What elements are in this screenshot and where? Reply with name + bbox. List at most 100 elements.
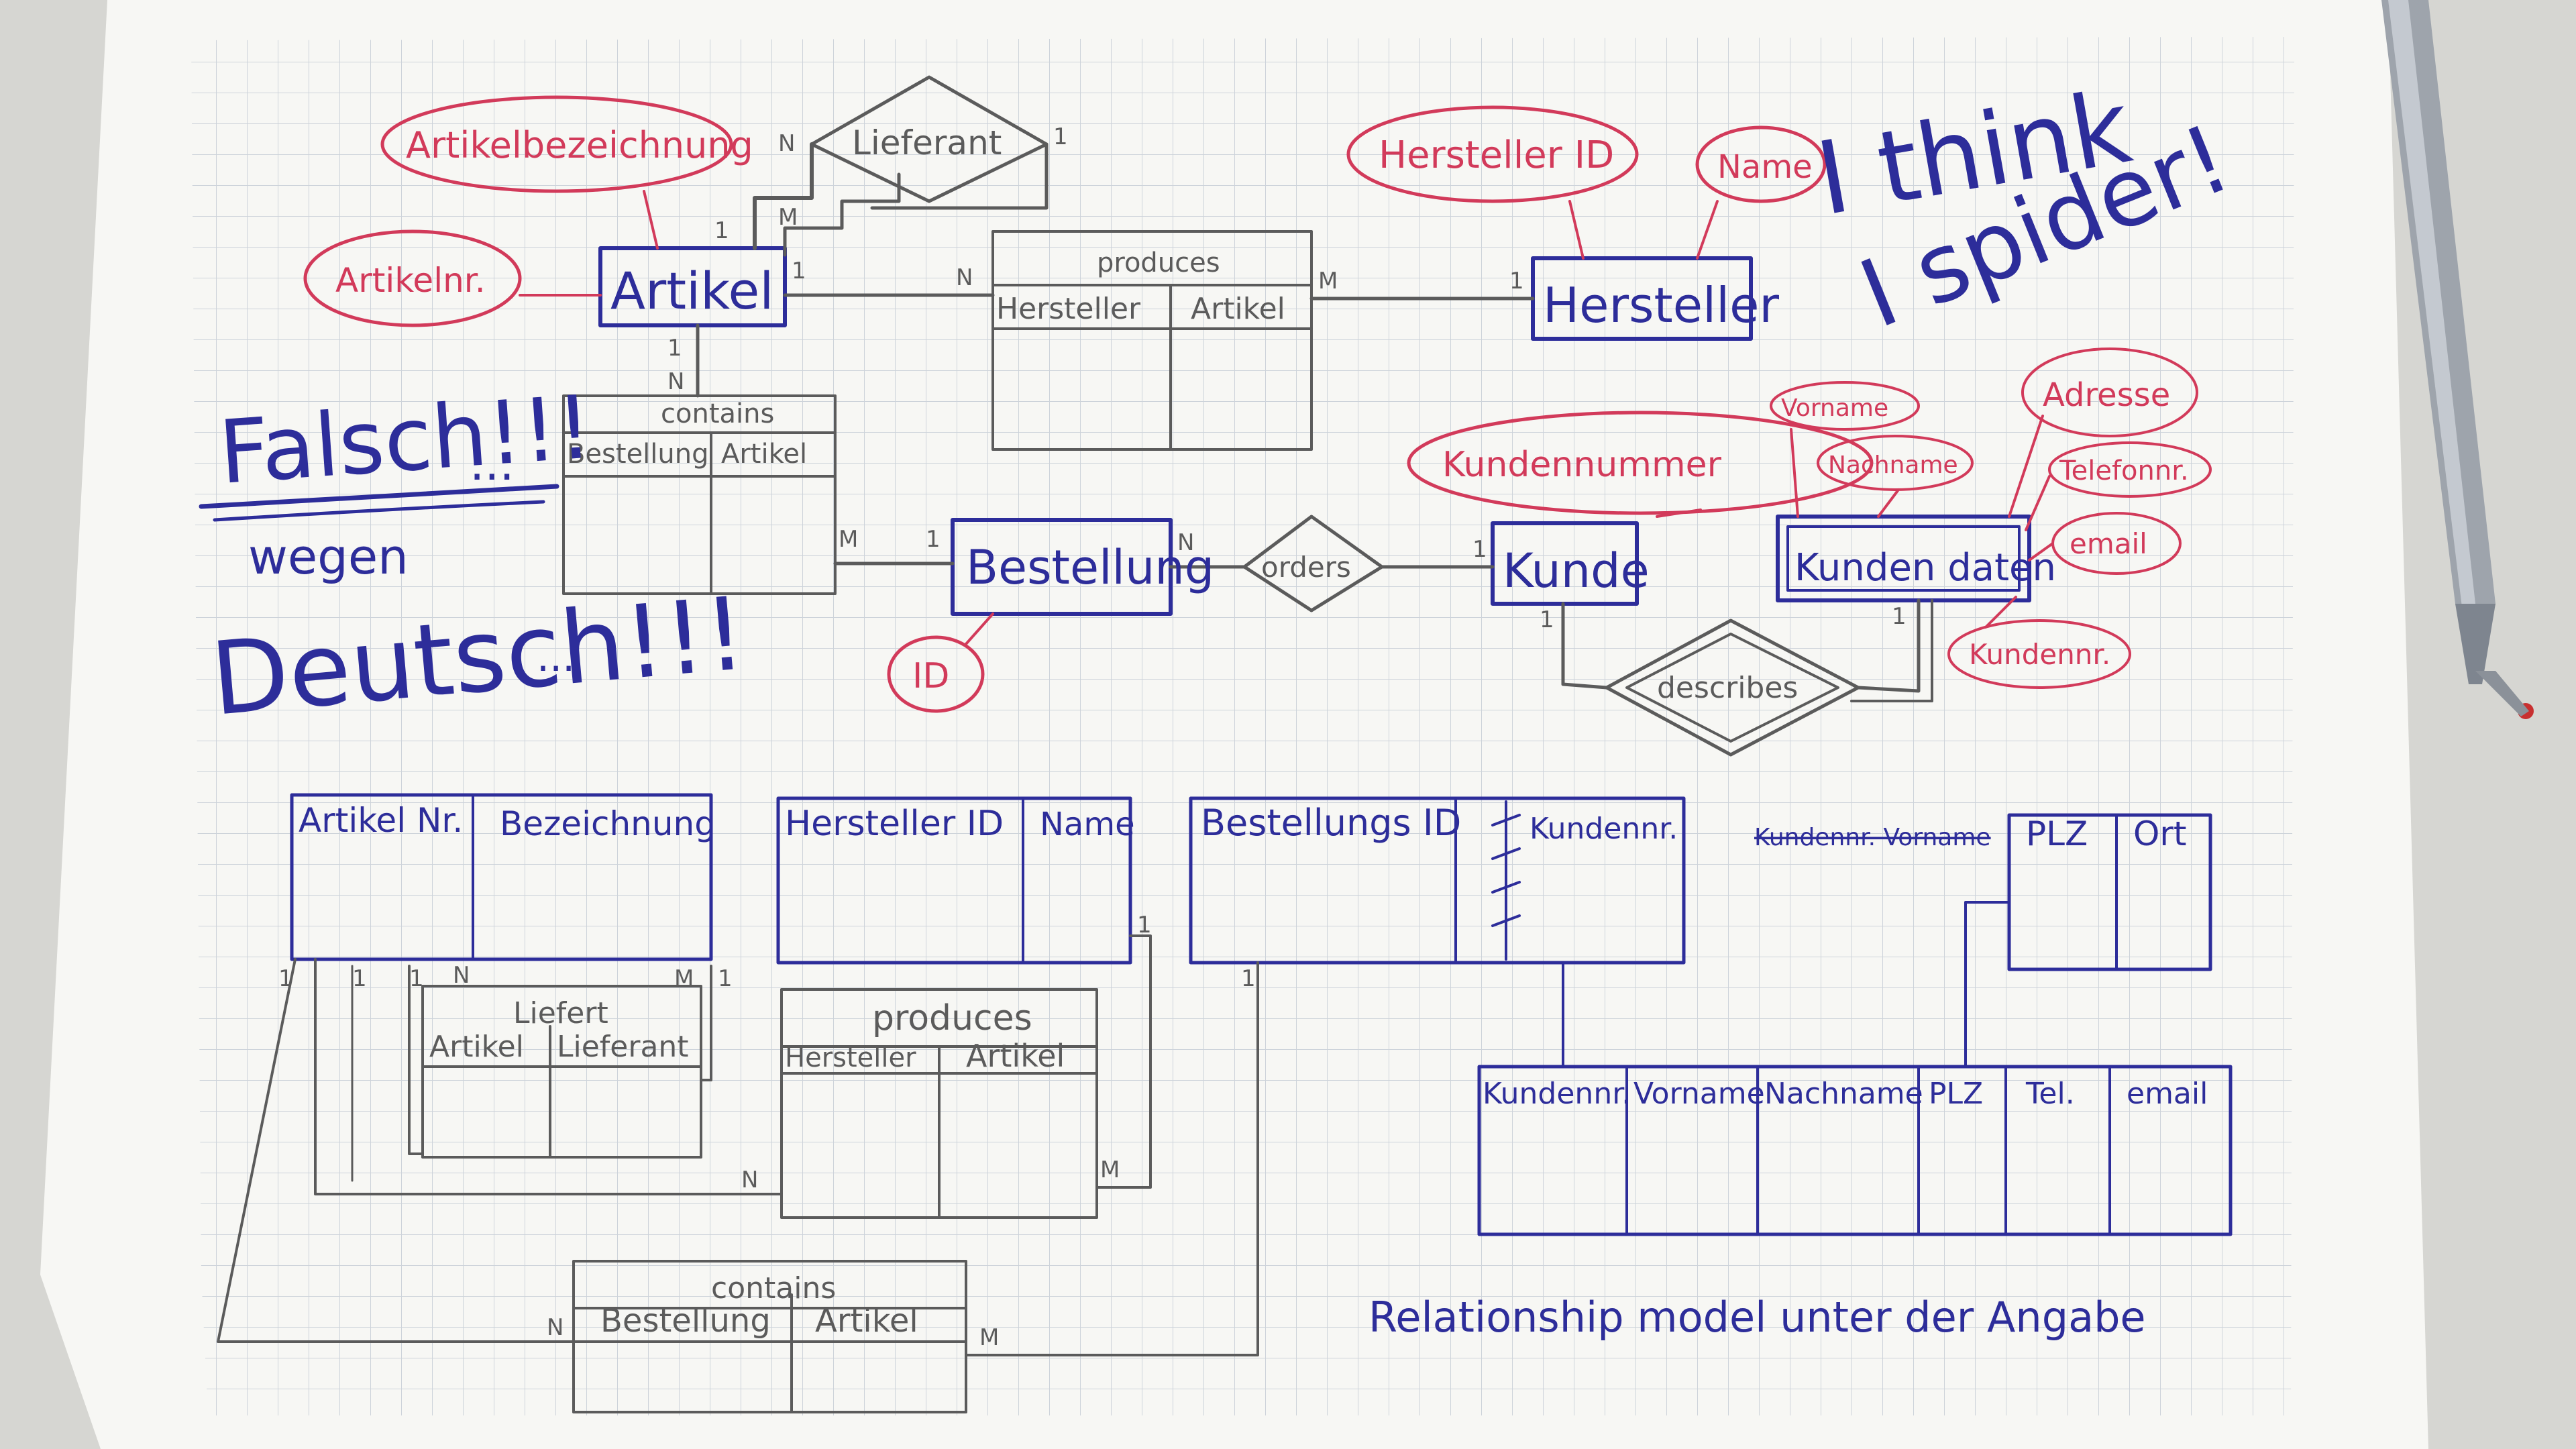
card-rel-1f: 1 xyxy=(1241,965,1256,992)
card-rel-1a: 1 xyxy=(278,965,293,992)
rel-kunde-col1: Kundennr. xyxy=(1483,1077,1631,1111)
rel-liefert-title: Liefert xyxy=(513,996,608,1030)
card-contains-m: M xyxy=(839,526,858,553)
card-artikel-1c: 1 xyxy=(667,335,682,362)
er-produces-table xyxy=(991,230,1313,451)
line-describes-kundendaten xyxy=(1856,598,1921,693)
card-lieferant-n: N xyxy=(778,130,795,157)
attr-adresse-ellipse xyxy=(2021,347,2198,437)
rel-contains-col1: Bestellung xyxy=(600,1302,771,1340)
card-produces-m: M xyxy=(1318,268,1338,294)
card-artikel-1a: 1 xyxy=(714,217,729,244)
note-caption: Relationship model unter der Angabe xyxy=(1368,1293,2146,1342)
er-contains-col1: Bestellung xyxy=(567,439,709,470)
rel-kunde-col6: email xyxy=(2127,1077,2208,1111)
rel-contains-table xyxy=(572,1260,967,1413)
er-produces-col1: Hersteller xyxy=(996,292,1141,326)
attr-nachname-ellipse xyxy=(1817,435,1974,491)
entity-kundendaten-box xyxy=(1776,515,2031,602)
rel-produces-col2: Artikel xyxy=(966,1038,1065,1074)
attr-kundennr-ellipse xyxy=(1947,619,2131,689)
entity-artikel-box xyxy=(598,246,787,327)
entity-artikel-label: Artikel xyxy=(610,261,773,321)
attr-id-ellipse xyxy=(887,635,985,713)
rel-hersteller-col2: Name xyxy=(1040,806,1135,843)
card-bestellung-1: 1 xyxy=(926,526,941,553)
rel-produces-col1: Hersteller xyxy=(785,1042,916,1073)
card-orders-n: N xyxy=(1177,529,1194,556)
rel-describes-label: describes xyxy=(1657,671,1798,705)
rel-ort-struck: Kundennr. Vorname xyxy=(1754,824,1991,851)
rel-liefert-table xyxy=(421,985,702,1159)
card-rel-m3: M xyxy=(979,1324,999,1351)
rel-ort-table xyxy=(2007,813,2212,971)
rel-ort-col2: Ort xyxy=(2133,814,2187,853)
rel-kunde-col5: Tel. xyxy=(2025,1077,2075,1111)
card-rel-n1: N xyxy=(453,962,470,989)
rel-contains-col2: Artikel xyxy=(815,1302,918,1340)
rel-hersteller-table xyxy=(776,796,1132,965)
rel-liefert-col2: Lieferant xyxy=(557,1030,689,1064)
rel-produces-title: produces xyxy=(872,998,1032,1038)
card-lieferant-1: 1 xyxy=(1053,123,1068,150)
er-produces-col2: Artikel xyxy=(1191,292,1285,326)
er-contains-title: contains xyxy=(661,398,774,429)
entity-hersteller-label: Hersteller xyxy=(1543,277,1779,333)
entity-kundendaten-inner xyxy=(1786,525,2021,592)
attr-artikelnr: Artikelnr. xyxy=(335,261,486,300)
attr-herstellerid: Hersteller ID xyxy=(1379,133,1614,177)
attr-nachname: Nachname xyxy=(1828,451,1958,479)
attr-artikelbezeichnung: Artikelbezeichnung xyxy=(406,124,753,166)
rel-bestellung-col2: Kundennr. xyxy=(1529,812,1678,846)
rel-hersteller-col1: Hersteller ID xyxy=(785,804,1004,844)
er-produces-title: produces xyxy=(1097,248,1220,278)
attr-name-ellipse xyxy=(1695,125,1827,203)
rel-kunde-col4: PLZ xyxy=(1929,1077,1983,1111)
card-rel-1b: 1 xyxy=(352,965,367,992)
pen-icon xyxy=(2381,0,2534,719)
card-rel-1e: 1 xyxy=(1137,912,1152,938)
attr-vorname: Vorname xyxy=(1781,394,1888,422)
card-artikel-1b: 1 xyxy=(792,258,806,284)
rel-bestellung-col1: Bestellungs ID xyxy=(1201,802,1461,844)
attr-vorname-ellipse xyxy=(1770,381,1920,431)
card-rel-1d: 1 xyxy=(718,965,733,992)
note-wegen: wegen xyxy=(248,529,409,585)
attr-email: email xyxy=(2070,527,2147,560)
entity-bestellung-label: Bestellung xyxy=(966,540,1214,595)
card-rel-m2: M xyxy=(1100,1157,1120,1183)
attr-id: ID xyxy=(912,656,949,696)
attr-kundennr: Kundennr. xyxy=(1969,638,2110,671)
rel-kunde-table xyxy=(1477,1065,2233,1236)
attr-kundennummer: Kundennummer xyxy=(1442,445,1722,485)
card-describes-1b: 1 xyxy=(1892,603,1907,630)
rel-artikel-col2: Bezeichnung xyxy=(500,804,716,843)
card-rel-n2: N xyxy=(741,1167,758,1193)
card-artikel-m: M xyxy=(778,204,798,231)
rel-kunde-col2: Vorname xyxy=(1633,1077,1765,1111)
note-deutsch-dots: ... xyxy=(537,634,575,681)
entity-kunde-label: Kunde xyxy=(1503,543,1650,598)
note-falsch-dots: ... xyxy=(470,436,515,491)
rel-artikel-col1: Artikel Nr. xyxy=(299,801,463,840)
er-contains-col2: Artikel xyxy=(721,439,807,470)
attr-telefonnr: Telefonnr. xyxy=(2059,455,2189,486)
card-rel-1c: 1 xyxy=(409,965,424,992)
attr-kundennummer-ellipse xyxy=(1407,411,1874,515)
rel-kunde-col3: Nachname xyxy=(1764,1077,1923,1111)
rel-contains-title: contains xyxy=(711,1271,836,1305)
line-kunde-describes xyxy=(1561,602,1609,690)
rel-lieferant-label: Lieferant xyxy=(852,123,1002,162)
rel-liefert-col1: Artikel xyxy=(429,1030,524,1064)
card-rel-n3: N xyxy=(547,1314,564,1341)
grid-area xyxy=(191,37,2294,1415)
rel-orders-label: orders xyxy=(1261,551,1351,584)
rel-ort-col1: PLZ xyxy=(2026,814,2088,853)
er-contains-table xyxy=(562,394,837,595)
entity-kundendaten-label: Kunden daten xyxy=(1794,546,2056,590)
attr-artikelnr-ellipse xyxy=(303,229,522,327)
attr-herstellerid-ellipse xyxy=(1346,105,1639,203)
rel-bestellung-table xyxy=(1189,796,1686,965)
rel-artikel-table xyxy=(290,793,713,961)
attr-adresse: Adresse xyxy=(2043,376,2170,414)
